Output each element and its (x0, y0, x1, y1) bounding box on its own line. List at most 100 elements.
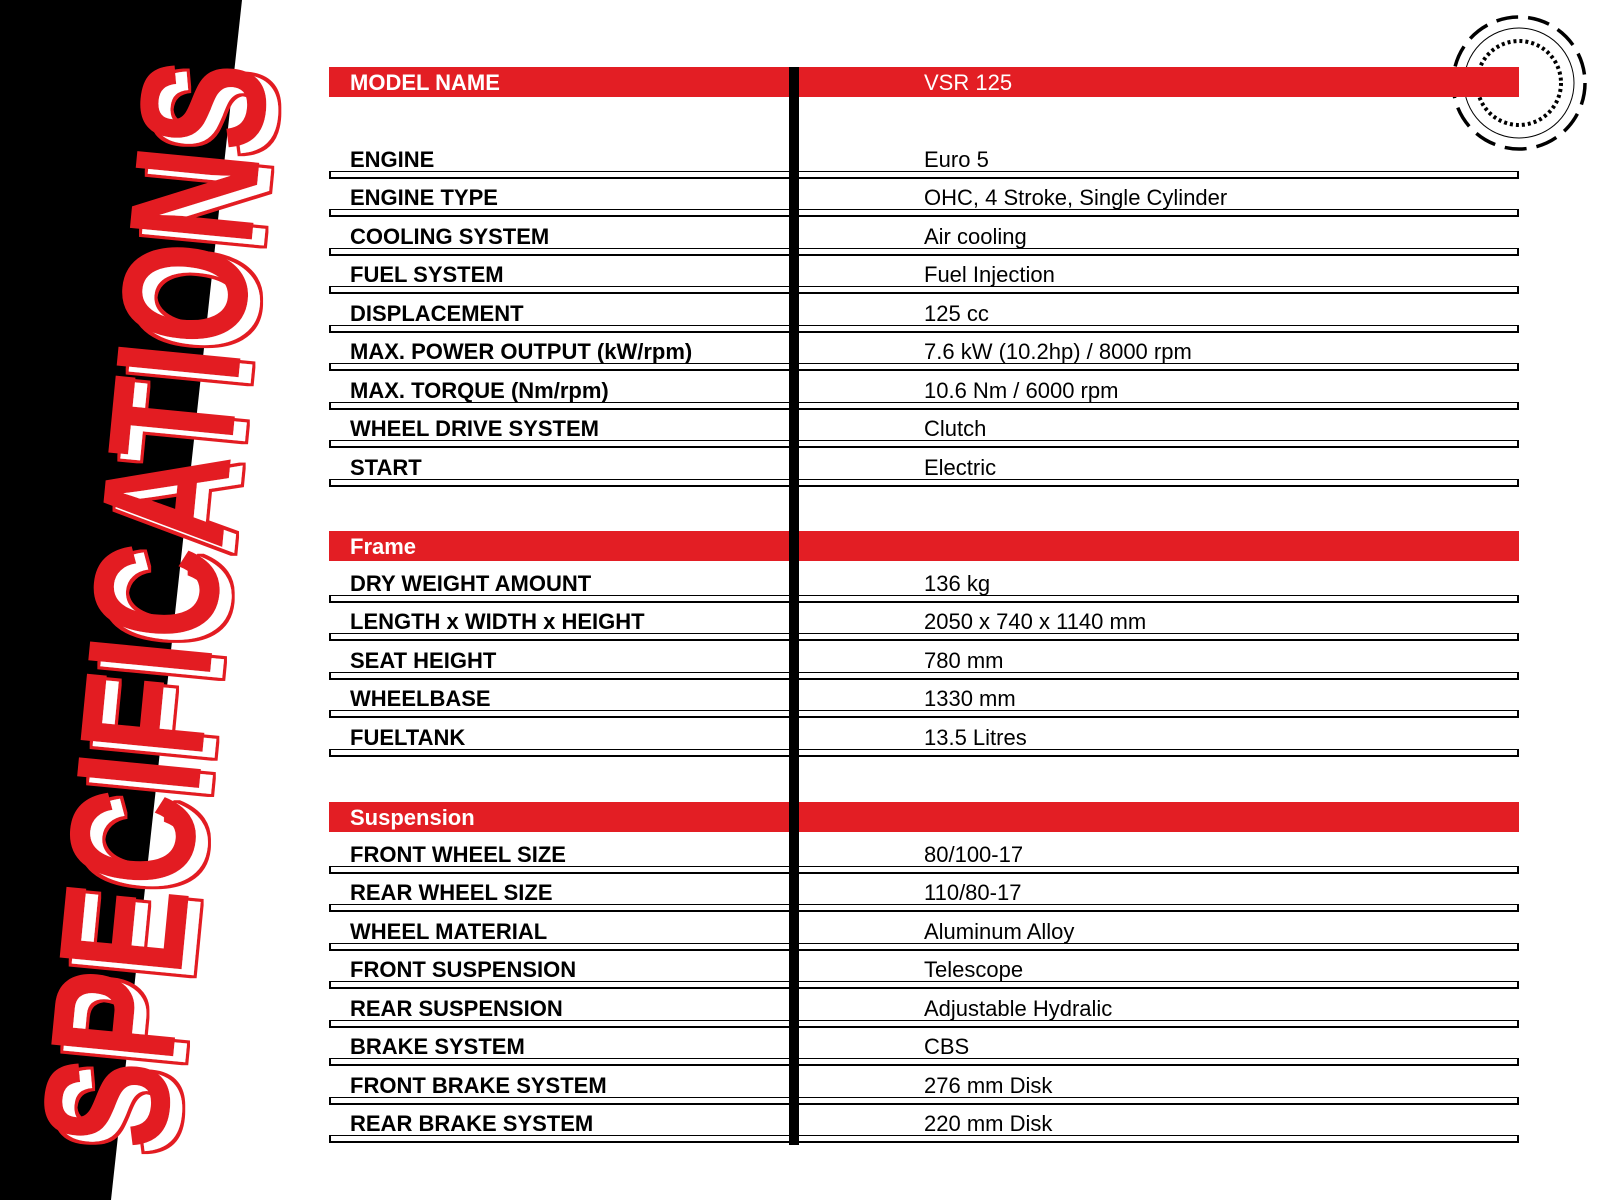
row-rule (329, 942, 1519, 951)
spec-value: 2050 x 740 x 1140 mm (924, 609, 1147, 634)
spec-row: FRONT SUSPENSION Telescope (329, 951, 1519, 989)
spec-value: 13.5 Litres (924, 724, 1027, 750)
spec-row: WHEEL DRIVE SYSTEM Clutch (329, 410, 1519, 448)
row-rule (329, 286, 1519, 294)
row-rule (329, 710, 1519, 718)
row-rule (329, 247, 1519, 256)
spec-label: SEAT HEIGHT (350, 647, 497, 673)
spec-label: COOLING SYSTEM (350, 223, 550, 249)
section-title: Frame (350, 534, 417, 559)
spec-row: START Electric (329, 448, 1519, 487)
row-rule (329, 1058, 1519, 1066)
spec-value: OHC, 4 Stroke, Single Cylinder (924, 185, 1228, 210)
spec-label: WHEEL DRIVE SYSTEM (350, 416, 599, 441)
spec-label: START (350, 454, 422, 480)
spec-row: FRONT WHEEL SIZE 80/100-17 (329, 835, 1519, 874)
spec-value: Euro 5 (924, 146, 989, 172)
spec-row: WHEELBASE 1330 mm (329, 680, 1519, 718)
spec-value: 7.6 kW (10.2hp) / 8000 rpm (924, 339, 1192, 364)
suspension-section-header: Suspension (329, 802, 1519, 832)
spec-label: MAX. TORQUE (Nm/rpm) (350, 377, 609, 403)
model-name-header: MODEL NAME VSR 125 (329, 67, 1519, 97)
spec-row: REAR SUSPENSION Adjustable Hydralic (329, 989, 1519, 1028)
spec-row: SEAT HEIGHT 780 mm (329, 641, 1519, 680)
column-divider (789, 67, 799, 1145)
frame-section-header: Frame (329, 531, 1519, 561)
spec-row: REAR BRAKE SYSTEM 220 mm Disk (329, 1105, 1519, 1143)
row-rule (329, 1135, 1519, 1143)
spec-row: COOLING SYSTEM Air cooling (329, 217, 1519, 256)
spec-value: Electric (924, 454, 997, 480)
spec-label: REAR SUSPENSION (350, 995, 563, 1021)
row-rule (329, 401, 1519, 410)
spec-value: Air cooling (924, 223, 1027, 249)
spec-value: 125 cc (924, 300, 989, 326)
row-rule (329, 981, 1519, 989)
spec-row: FUELTANK 13.5 Litres (329, 718, 1519, 757)
spec-label: ENGINE TYPE (350, 185, 498, 210)
spec-label: REAR WHEEL SIZE (350, 880, 553, 905)
spec-value: 80/100-17 (924, 841, 1024, 867)
spec-row: ENGINE Euro 5 (329, 140, 1519, 179)
spec-label: FRONT SUSPENSION (350, 957, 577, 982)
row-rule (329, 324, 1519, 333)
spec-label: FUEL SYSTEM (350, 262, 504, 287)
spec-label: FUELTANK (350, 724, 466, 750)
spec-label: LENGTH x WIDTH x HEIGHT (350, 609, 645, 634)
spec-value: Telescope (924, 957, 1024, 982)
row-rule (329, 170, 1519, 179)
spec-value: Clutch (924, 416, 987, 441)
spec-value: 10.6 Nm / 6000 rpm (924, 377, 1119, 403)
spec-value: 220 mm Disk (924, 1111, 1053, 1136)
section-title: Suspension (350, 805, 475, 830)
black-diagonal-panel (0, 0, 242, 1200)
spec-row: DISPLACEMENT 125 cc (329, 294, 1519, 333)
row-rule (329, 865, 1519, 874)
spec-value: Fuel Injection (924, 262, 1055, 287)
spec-row: MAX. TORQUE (Nm/rpm) 10.6 Nm / 6000 rpm (329, 371, 1519, 410)
spec-value: CBS (924, 1034, 970, 1059)
spec-label: FRONT WHEEL SIZE (350, 841, 566, 867)
spec-label: WHEELBASE (350, 686, 491, 711)
spec-row: REAR WHEEL SIZE 110/80-17 (329, 874, 1519, 912)
row-rule (329, 748, 1519, 757)
spec-value: 276 mm Disk (924, 1072, 1053, 1098)
frame-spec-list: DRY WEIGHT AMOUNT 136 kg LENGTH x WIDTH x … (329, 564, 1519, 757)
spec-row: ENGINE TYPE OHC, 4 Stroke, Single Cylinde… (329, 179, 1519, 217)
row-rule (329, 209, 1519, 217)
row-rule (329, 478, 1519, 487)
row-rule (329, 594, 1519, 603)
spec-row: LENGTH x WIDTH x HEIGHT 2050 x 740 x 1140… (329, 603, 1519, 641)
row-rule (329, 1096, 1519, 1105)
spec-label: ENGINE (350, 146, 435, 172)
spec-label: BRAKE SYSTEM (350, 1034, 525, 1059)
spec-value: 1330 mm (924, 686, 1016, 711)
spec-label: DISPLACEMENT (350, 300, 524, 326)
spec-row: MAX. POWER OUTPUT (kW/rpm) 7.6 kW (10.2hp… (329, 333, 1519, 371)
spec-value: 136 kg (924, 570, 991, 596)
spec-value: Aluminum Alloy (924, 918, 1075, 944)
spec-row: DRY WEIGHT AMOUNT 136 kg (329, 564, 1519, 603)
spec-label: MAX. POWER OUTPUT (kW/rpm) (350, 339, 693, 364)
header-value: VSR 125 (924, 70, 1013, 95)
row-rule (329, 633, 1519, 641)
spec-value: 110/80-17 (924, 880, 1022, 905)
spec-row: BRAKE SYSTEM CBS (329, 1028, 1519, 1066)
row-rule (329, 440, 1519, 448)
spec-label: WHEEL MATERIAL (350, 918, 548, 944)
spec-value: Adjustable Hydralic (924, 995, 1113, 1021)
row-rule (329, 671, 1519, 680)
engine-spec-list: ENGINE Euro 5 ENGINE TYPE OHC, 4 Stroke, Si… (329, 140, 1519, 487)
spec-label: REAR BRAKE SYSTEM (350, 1111, 594, 1136)
row-rule (329, 1019, 1519, 1028)
spec-row: FUEL SYSTEM Fuel Injection (329, 256, 1519, 294)
row-rule (329, 363, 1519, 371)
spec-row: WHEEL MATERIAL Aluminum Alloy (329, 912, 1519, 951)
spec-value: 780 mm (924, 647, 1004, 673)
header-label: MODEL NAME (350, 70, 500, 95)
spec-label: DRY WEIGHT AMOUNT (350, 570, 592, 596)
row-rule (329, 904, 1519, 912)
